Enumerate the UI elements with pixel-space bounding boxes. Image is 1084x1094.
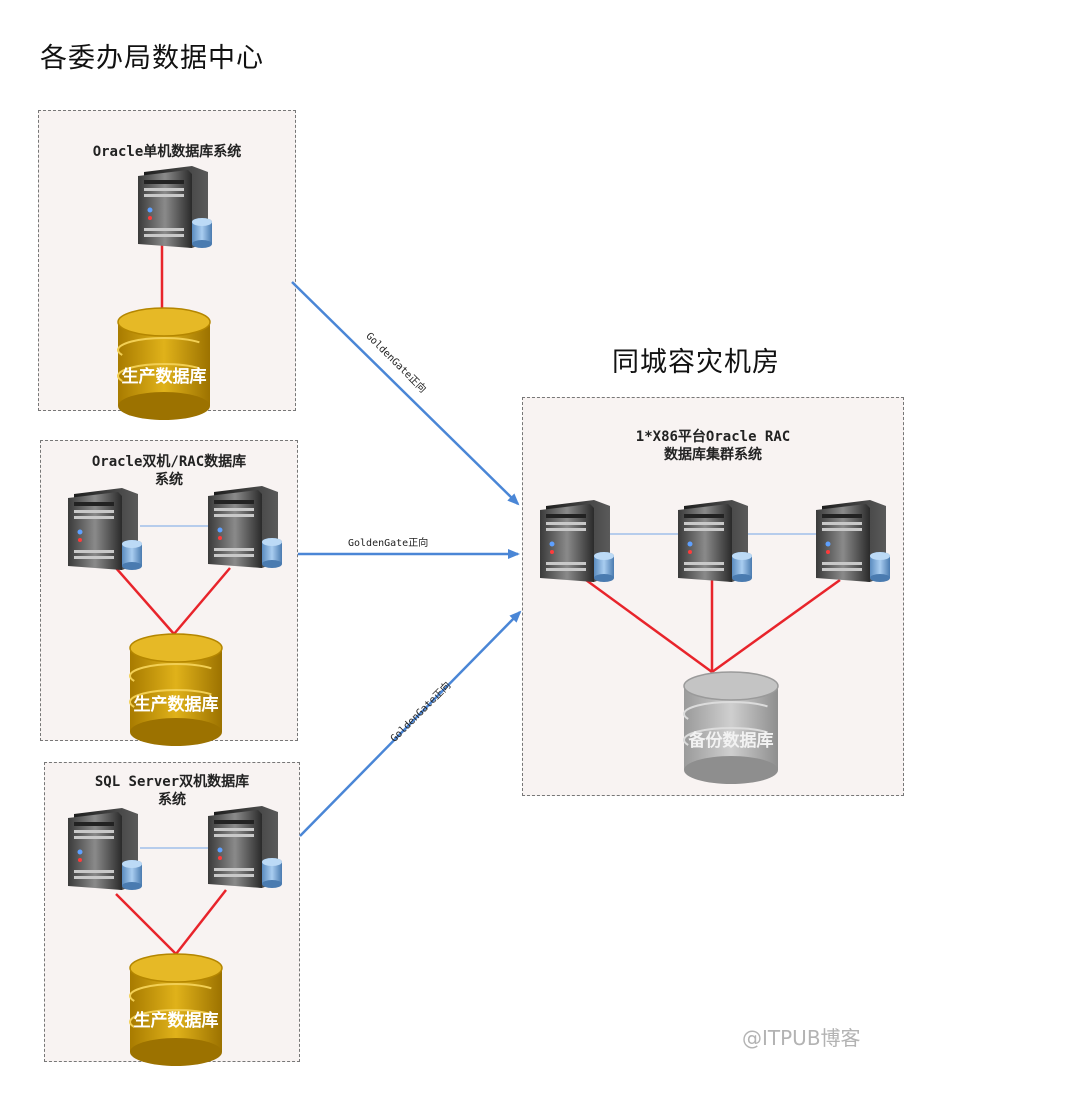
db-label-production: 生产数据库 (133, 1011, 219, 1031)
server-icon (208, 486, 282, 568)
replication-arrow-1 (291, 281, 520, 506)
database-cylinder-icon (683, 671, 779, 784)
database-cylinder-icon (117, 307, 211, 420)
watermark-text: @ITPUB博客 (742, 1026, 861, 1050)
storage-link (173, 567, 231, 635)
source-box-title: Oracle双机/RAC数据库 系统 (91, 454, 247, 488)
db-label-production: 生产数据库 (121, 367, 207, 387)
storage-link (711, 578, 841, 674)
right-site-title: 同城容灾机房 (612, 347, 780, 378)
storage-link (585, 578, 713, 674)
db-label-backup: 备份数据库 (688, 731, 774, 751)
server-icon (208, 806, 282, 888)
storage-link (175, 889, 227, 955)
db-label-production: 生产数据库 (133, 695, 219, 715)
server-icon (678, 500, 752, 582)
server-icon (68, 808, 142, 890)
server-icon (138, 166, 212, 248)
server-icon (68, 488, 142, 570)
storage-link (115, 567, 175, 635)
server-icon (816, 500, 890, 582)
edge-label: GoldenGate正向 (348, 538, 429, 549)
target-box-title: 1*X86平台Oracle RAC 数据库集群系统 (635, 429, 791, 463)
database-cylinder-icon (129, 633, 223, 746)
database-cylinder-icon (129, 953, 223, 1066)
replication-arrow-3 (299, 610, 522, 837)
left-site-title: 各委办局数据中心 (40, 43, 264, 74)
source-box-title: SQL Server双机数据库 系统 (94, 774, 250, 808)
storage-link (115, 893, 177, 955)
source-box-title: Oracle单机数据库系统 (92, 144, 242, 160)
server-icon (540, 500, 614, 582)
